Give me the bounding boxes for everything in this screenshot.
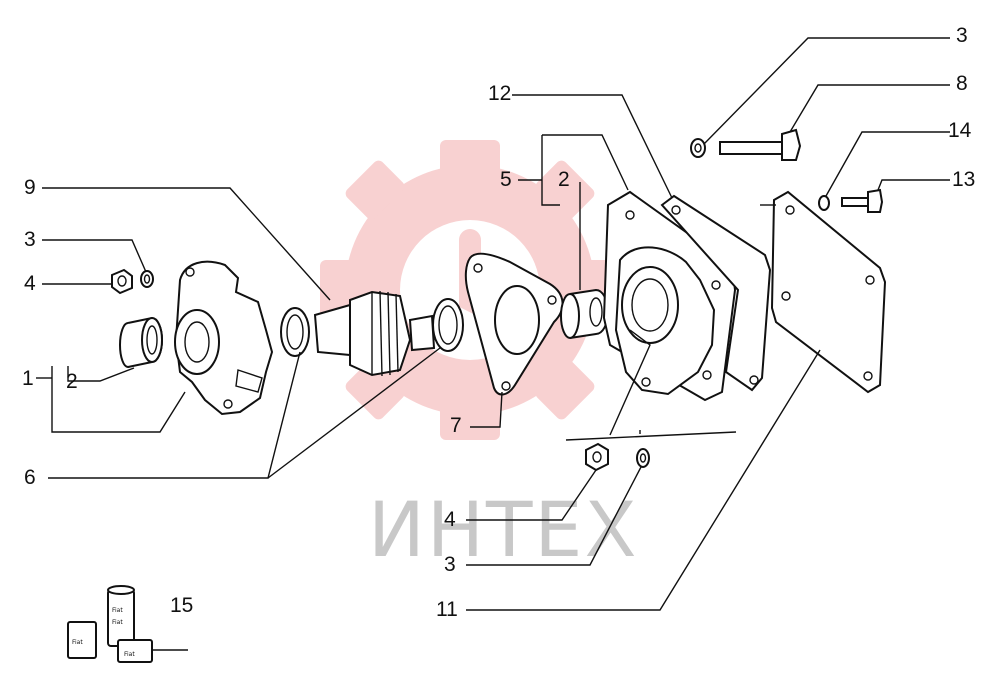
bushing-middle-part <box>560 288 609 339</box>
callout-6: 6 <box>24 466 36 489</box>
washer-left-part <box>140 270 154 288</box>
callout-3-bottom: 3 <box>444 553 456 576</box>
callout-3-top: 3 <box>956 24 968 47</box>
housing-part <box>174 260 274 416</box>
seal-ring-a-part <box>280 307 310 357</box>
cover-part <box>602 190 737 402</box>
leader-lines <box>36 37 950 611</box>
washer-bottom-part <box>636 448 650 468</box>
callout-4-left: 4 <box>24 272 36 295</box>
callout-9: 9 <box>24 176 36 199</box>
washer-small-part <box>818 195 830 211</box>
sealant-kit-icon: Fiat Fiat Fiat Fiat <box>67 585 188 663</box>
callout-13: 13 <box>952 168 975 191</box>
can-label-4: Fiat <box>124 651 135 658</box>
callout-8: 8 <box>956 72 968 95</box>
nut-bottom-part <box>585 442 609 472</box>
can-label-2: Fiat <box>112 619 123 626</box>
callout-4-bottom: 4 <box>444 508 456 531</box>
callout-labels: 3 8 12 14 13 5 2 9 3 4 1 2 7 6 4 3 11 15 <box>22 24 975 621</box>
callout-14: 14 <box>948 119 972 142</box>
callout-2-left: 2 <box>66 370 78 393</box>
gear-shaft-part <box>313 290 436 377</box>
bolt-long-part <box>719 128 802 161</box>
cover-gasket-part <box>660 194 772 392</box>
nut-left-part <box>111 268 133 295</box>
callout-2-middle: 2 <box>558 168 570 191</box>
callout-1: 1 <box>22 367 34 390</box>
bushing-left-part <box>119 316 163 368</box>
watermark-text: ИНТЕХ <box>368 485 639 574</box>
can-label-1: Fiat <box>112 607 123 614</box>
gasket-part <box>464 252 564 396</box>
callout-15: 15 <box>170 594 193 617</box>
can-label-3: Fiat <box>72 639 83 646</box>
callout-11: 11 <box>436 598 458 621</box>
end-plate-part <box>770 190 887 394</box>
callout-7: 7 <box>450 414 462 437</box>
callout-3-left: 3 <box>24 228 36 251</box>
bolt-short-part <box>841 188 884 213</box>
callout-5: 5 <box>500 168 512 191</box>
washer-top-part <box>690 138 706 158</box>
seal-ring-b-part <box>432 298 464 352</box>
callout-12: 12 <box>488 82 511 105</box>
